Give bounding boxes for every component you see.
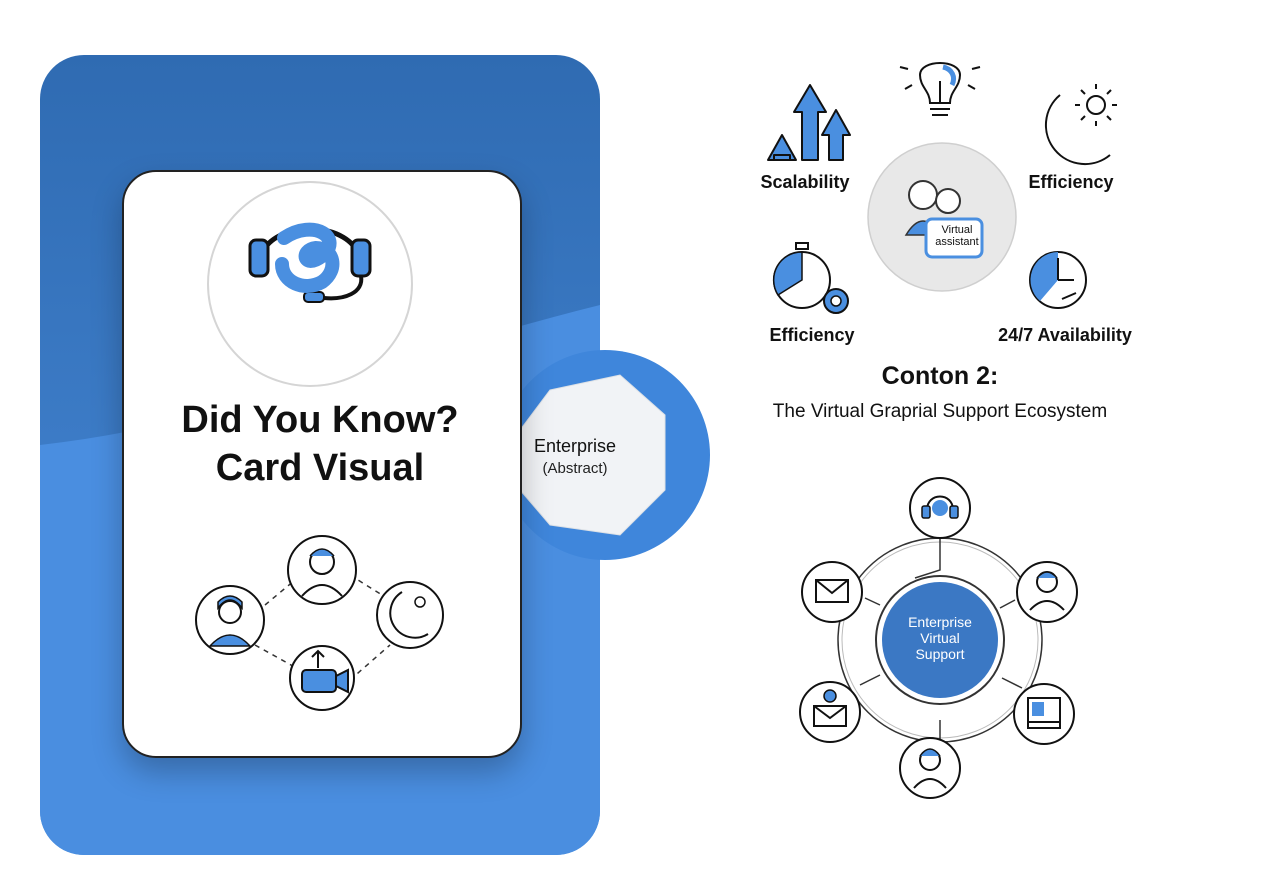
virtual-assistant-icon (904, 180, 984, 259)
secure-mail-node-icon (799, 681, 861, 743)
person-blue-icon (195, 585, 265, 655)
scalability-label: Scalability (760, 172, 850, 192)
bubble-label: Enterprise (Abstract) (515, 436, 635, 477)
mail-node-icon (801, 561, 863, 623)
agent-node-icon (899, 737, 961, 799)
efficiency-bottom-label: Efficiency (769, 325, 855, 345)
scalability-arrows-icon (767, 84, 851, 161)
stopwatch-gear-icon (772, 242, 849, 314)
availability-label: 24/7 Availability (998, 325, 1132, 345)
person-icon (287, 535, 357, 605)
speech-bubble (471, 350, 710, 560)
moon-sun-efficiency-icon (1044, 84, 1117, 166)
benefits-diagram (767, 62, 1117, 314)
virtual-assistant-label: Virtual assistant (935, 224, 979, 248)
section-heading: Conton 2: The Virtual Graprial Support E… (740, 362, 1140, 423)
card-title-line2: Card Visual (215, 447, 425, 489)
efficiency-top-label: Efficiency (1028, 172, 1114, 192)
ecosystem-diagram (799, 477, 1078, 799)
heading-subtitle: The Virtual Graprial Support Ecosystem (772, 401, 1108, 422)
headset-node-icon (909, 477, 971, 539)
clock-availability-icon (1029, 251, 1087, 309)
bubble-title: Enterprise (533, 436, 617, 456)
heading-title: Conton 2: (881, 362, 999, 390)
card-title: Did You Know? Card Visual (122, 396, 518, 492)
kiosk-node-icon (1013, 683, 1075, 745)
card-icon-network (195, 535, 444, 711)
card-title-line1: Did You Know? (181, 399, 459, 441)
bubble-subtitle: (Abstract) (542, 460, 608, 477)
moon-sun-icon (376, 581, 444, 649)
video-upload-icon (289, 645, 355, 711)
person-node-icon (1016, 561, 1078, 623)
headset-logo-icon (207, 181, 413, 387)
lightbulb-icon (899, 62, 981, 116)
ecosystem-center-label: Enterprise Virtual Support (908, 614, 972, 662)
